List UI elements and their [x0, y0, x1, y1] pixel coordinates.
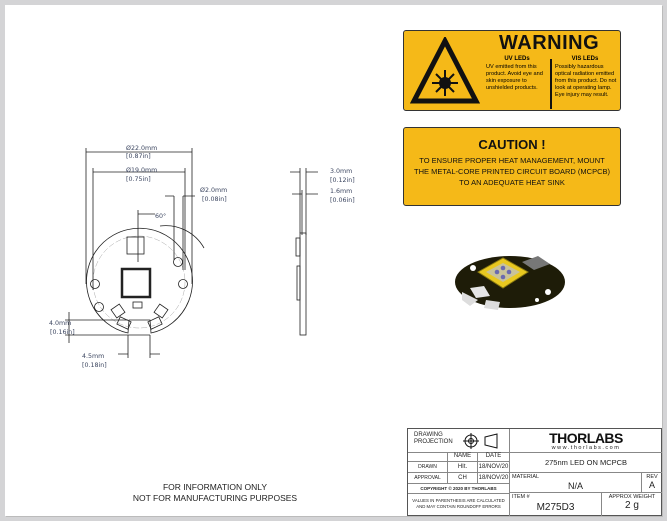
values-note: VALUES IN PARENTHESIS ARE CALCULATED AND… — [408, 494, 510, 516]
mount-hole — [173, 257, 183, 267]
radiation-warning-icon — [410, 37, 480, 104]
drawing-projection-label: DRAWING PROJECTION — [414, 432, 453, 445]
hole-diameter-label: Ø2.0mm — [200, 186, 227, 194]
caution-title: CAUTION ! — [478, 137, 546, 152]
thorlabs-logo: THORLABS — [549, 430, 623, 446]
bolt-diameter-label: Ø19.0mm — [126, 166, 157, 174]
rev-value: A — [648, 480, 655, 490]
part-description: 275nm LED ON MCPCB — [510, 453, 662, 473]
title-block: DRAWING PROJECTION NAME DATE DRAWN HIt. … — [407, 428, 662, 516]
rev-cell: REV A — [642, 473, 662, 493]
vis-text: Possibly hazardous optical radiation emi… — [555, 64, 617, 98]
item-cell: ITEM # M275D3 — [510, 493, 602, 516]
drawn-name: HIt. — [448, 462, 478, 473]
item-number: M275D3 — [536, 502, 575, 513]
warning-label: WARNING UV LEDs UV emitted from this pro… — [403, 30, 621, 111]
bolt-diameter-inch: [0.75in] — [126, 176, 151, 183]
outer-diameter-inch: [0.87in] — [126, 153, 151, 160]
slot-width-inch: [0.18in] — [82, 362, 107, 369]
drawn-label: DRAWN — [408, 462, 448, 473]
material-cell: MATERIAL N/A — [510, 473, 642, 493]
third-angle-projection-icon — [463, 433, 498, 449]
slot-depth-inch: [0.16in] — [50, 329, 75, 336]
copyright: COPYRIGHT © 2020 BY THORLABS — [408, 484, 510, 494]
product-render — [455, 256, 565, 310]
weight-label: APPROX WEIGHT — [608, 494, 656, 500]
total-thickness-label: 3.0mm — [330, 168, 352, 175]
approval-label: APPROVAL — [408, 473, 448, 484]
uv-text: UV emitted from this product. Avoid eye … — [486, 64, 543, 91]
website: www.thorlabs.com — [551, 445, 621, 451]
projection-cell: DRAWING PROJECTION — [408, 429, 510, 453]
weight-cell: APPROX WEIGHT 2 g — [602, 493, 662, 516]
slot-width-label: 4.5mm — [82, 353, 104, 360]
bolt-circle — [92, 235, 186, 329]
mount-hole — [94, 302, 104, 312]
board-outline-front — [86, 227, 193, 334]
divider — [550, 59, 552, 109]
item-label: ITEM # — [512, 494, 530, 500]
approval-date: 18/NOV/20 — [478, 473, 510, 484]
slot-depth-label: 4.0mm — [49, 320, 71, 327]
mount-hole — [90, 279, 100, 289]
caution-text: TO ENSURE PROPER HEAT MANAGEMENT, MOUNT … — [414, 156, 610, 187]
uv-heading: UV LEDs — [504, 56, 530, 62]
vis-heading: VIS LEDs — [571, 56, 599, 62]
mount-hole — [178, 279, 188, 289]
outer-diameter-label: Ø22.0mm — [126, 144, 157, 152]
hole-diameter-inch: [0.08in] — [202, 196, 227, 203]
disclaimer-line-1: FOR INFORMATION ONLY — [162, 482, 268, 492]
angle-label: 60° — [155, 212, 166, 220]
date-header: DATE — [478, 453, 510, 462]
material-value: N/A — [567, 481, 583, 491]
name-header: NAME — [448, 453, 478, 462]
disclaimer-line-2: NOT FOR MANUFACTURING PURPOSES — [132, 493, 298, 503]
warning-title: WARNING — [499, 32, 600, 54]
driver-ic — [126, 236, 145, 255]
small-component — [132, 301, 143, 309]
board-side-view — [299, 232, 307, 336]
total-thickness-inch: [0.12in] — [330, 177, 355, 184]
board-thickness-inch: [0.06in] — [330, 197, 355, 204]
drawn-date: 18/NOV/20 — [478, 462, 510, 473]
approval-name: CH — [448, 473, 478, 484]
weight-value: 2 g — [625, 500, 639, 511]
rev-label: REV — [646, 474, 658, 480]
board-thickness-label: 1.6mm — [330, 188, 352, 195]
logo-cell: THORLABS www.thorlabs.com — [510, 429, 662, 453]
info-disclaimer: FOR INFORMATION ONLY NOT FOR MANUFACTURI… — [110, 482, 320, 504]
led-chip — [120, 267, 152, 299]
material-label: MATERIAL — [512, 474, 540, 480]
caution-label: CAUTION ! TO ENSURE PROPER HEAT MANAGEME… — [403, 127, 621, 206]
